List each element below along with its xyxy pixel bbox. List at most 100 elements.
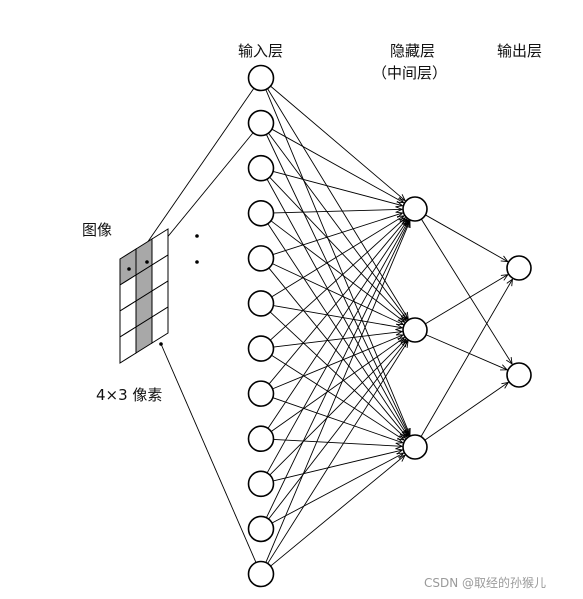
arrowhead <box>506 278 514 287</box>
connection-line <box>272 397 403 444</box>
connection-line <box>420 279 513 437</box>
connection-line <box>265 134 410 436</box>
arrowhead <box>500 255 509 263</box>
connection-line <box>271 128 404 204</box>
arrowhead <box>403 219 410 228</box>
input-neuron <box>247 515 275 543</box>
arrowhead <box>395 206 404 213</box>
connection-line <box>270 337 405 432</box>
arrowhead <box>395 442 404 450</box>
connection-line <box>267 219 409 429</box>
arrowhead <box>401 340 409 348</box>
hidden-neuron <box>402 317 428 343</box>
output-neuron <box>506 255 532 281</box>
arrowhead <box>395 329 404 336</box>
input-neuron <box>247 290 275 317</box>
input-neuron <box>247 64 275 92</box>
connection-line <box>268 340 408 520</box>
connection-lines <box>128 85 514 567</box>
input-neuron <box>247 380 275 407</box>
input-neuron <box>247 245 275 272</box>
pixel-cell <box>151 306 169 344</box>
output-layer-label: 输出层 <box>497 42 543 60</box>
pixel-connection <box>160 343 257 563</box>
connection-line <box>266 220 410 474</box>
pixel-grid <box>119 228 169 364</box>
arrowhead <box>397 336 406 344</box>
arrowhead <box>398 431 407 439</box>
connection-line <box>420 218 513 365</box>
connection-line <box>269 176 407 321</box>
connection-line <box>272 170 403 207</box>
ellipsis-dot <box>195 260 199 264</box>
output-neuron <box>506 362 532 388</box>
input-neuron <box>247 470 275 498</box>
connection-line <box>268 218 408 385</box>
pixel-connection <box>128 88 255 270</box>
connection-line <box>425 214 508 262</box>
connection-line <box>267 223 409 437</box>
connection-line <box>272 212 403 255</box>
arrowhead <box>396 318 405 325</box>
arrowhead <box>401 218 409 227</box>
connection-line <box>269 338 407 476</box>
input-neuron <box>247 199 275 227</box>
arrowhead <box>396 215 405 222</box>
pixel-caption: 4×3 像素 <box>96 386 163 404</box>
watermark: CSDN @取经的孙猴儿 <box>424 576 547 590</box>
pixel-marker <box>145 260 149 264</box>
connection-line <box>270 220 405 323</box>
hidden-layer-sublabel: （中间层） <box>372 64 448 82</box>
arrowhead <box>404 219 411 228</box>
image-label: 图像 <box>82 221 113 239</box>
arrowhead <box>402 428 410 437</box>
input-neuron <box>247 425 275 453</box>
input-neuron <box>247 560 275 588</box>
arrowhead <box>500 364 509 371</box>
connection-line <box>266 220 410 518</box>
pixel-marker <box>159 342 163 346</box>
arrowhead <box>395 448 404 455</box>
hidden-neuron <box>402 434 428 460</box>
connection-line <box>272 263 404 325</box>
connection-line <box>268 267 408 438</box>
connection-line <box>266 178 410 436</box>
arrowhead <box>398 454 406 462</box>
connection-line <box>268 132 408 320</box>
connection-line <box>273 438 403 447</box>
connection-line <box>265 89 411 436</box>
input-neuron <box>247 109 275 137</box>
arrowhead <box>501 381 510 389</box>
hidden-layer-label: 隐藏层 <box>390 42 436 60</box>
connection-line <box>269 217 406 341</box>
neurons <box>247 64 532 588</box>
arrowhead <box>400 430 408 438</box>
hidden-neuron <box>402 196 428 222</box>
arrowhead <box>395 323 404 330</box>
arrowhead <box>396 196 405 204</box>
pixel-marker <box>127 267 131 271</box>
arrowhead <box>395 200 404 208</box>
connection-line <box>265 220 411 563</box>
input-neuron <box>247 335 275 362</box>
connection-line <box>425 274 509 325</box>
connection-line <box>273 449 403 482</box>
connection-line <box>267 340 409 564</box>
connection-line <box>424 382 509 441</box>
arrowhead <box>399 313 407 322</box>
input-layer-label: 输入层 <box>238 42 284 60</box>
arrowhead <box>395 437 404 444</box>
connection-line <box>271 452 404 524</box>
connection-line <box>270 85 406 201</box>
connection-line <box>272 334 404 390</box>
connection-line <box>270 454 406 567</box>
connection-line <box>269 311 406 439</box>
arrowhead <box>506 356 513 365</box>
connection-line <box>273 331 403 348</box>
connection-line <box>271 354 405 441</box>
connection-line <box>273 305 403 329</box>
connection-line <box>273 208 403 214</box>
connection-line <box>271 215 405 298</box>
ellipsis-dots <box>195 234 199 264</box>
